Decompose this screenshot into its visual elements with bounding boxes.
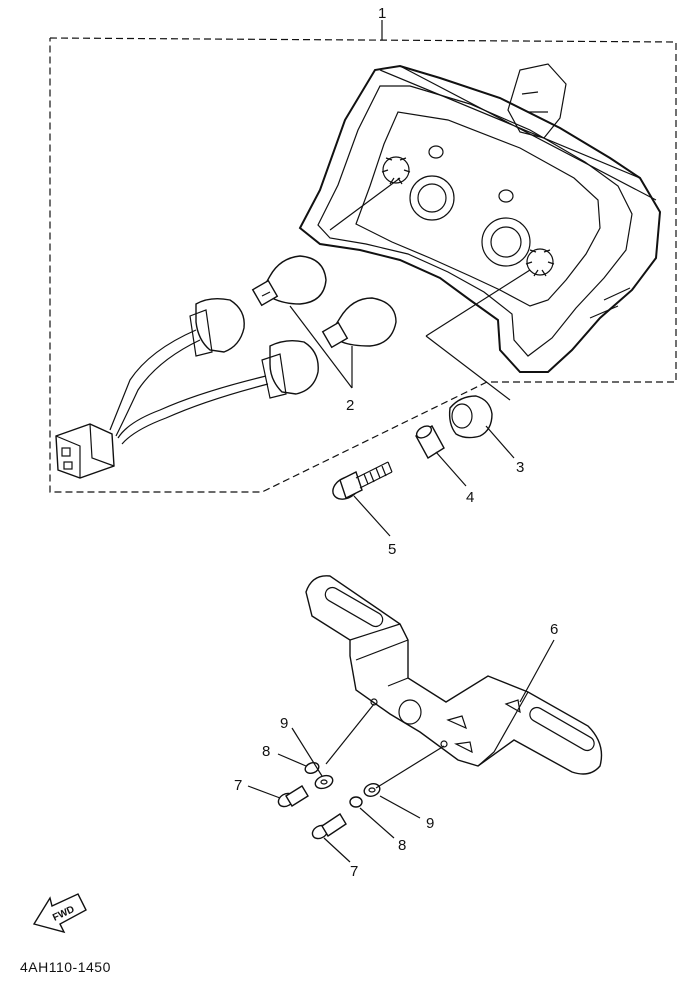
assembly-boundary <box>49 37 677 493</box>
callout-8a: 8 <box>262 743 270 760</box>
leader-9a <box>291 727 323 777</box>
diagram-code: 4AH110-1450 <box>20 959 111 975</box>
flange-bolt <box>332 461 393 500</box>
callout-5: 5 <box>388 541 396 558</box>
callout-7a: 7 <box>234 777 242 794</box>
tail-light-housing <box>298 63 662 373</box>
leader-6 <box>519 639 555 703</box>
leader-socket-a <box>329 177 401 231</box>
license-plate-bracket <box>305 575 603 775</box>
callout-9b: 9 <box>426 815 434 832</box>
callout-1: 1 <box>378 5 386 22</box>
leader-7b <box>323 837 351 863</box>
callout-4: 4 <box>466 489 474 506</box>
leader-8a <box>277 753 307 767</box>
leader-socket-b <box>425 269 531 337</box>
callout-7b: 7 <box>350 863 358 880</box>
leader-3 <box>485 425 515 459</box>
leader-4 <box>435 451 467 487</box>
leader-screw-left <box>325 703 375 765</box>
leader-7a <box>247 785 281 799</box>
washer-9-right <box>363 783 381 797</box>
leader-2a <box>289 305 353 389</box>
grommet <box>448 395 493 439</box>
forward-arrow-icon: FWD <box>32 893 87 934</box>
leader-grommet <box>425 335 511 401</box>
callout-2: 2 <box>346 397 354 414</box>
lock-washer-8-left <box>304 762 320 774</box>
callout-6: 6 <box>550 621 558 638</box>
leader-8b <box>359 807 395 839</box>
callout-9a: 9 <box>280 715 288 732</box>
screw-7-left <box>277 785 309 808</box>
collar <box>415 425 445 459</box>
screw-7-right <box>311 813 347 840</box>
leader-screw-right <box>375 745 445 789</box>
lock-washer-8-right <box>349 796 363 808</box>
wiring-harness <box>55 297 319 479</box>
bulb-lower <box>321 297 397 349</box>
leader-9b <box>379 795 421 819</box>
leader-5 <box>353 495 391 537</box>
washer-9-left <box>314 774 334 790</box>
callout-8b: 8 <box>398 837 406 854</box>
bulb-upper <box>251 255 327 307</box>
callout-3: 3 <box>516 459 524 476</box>
